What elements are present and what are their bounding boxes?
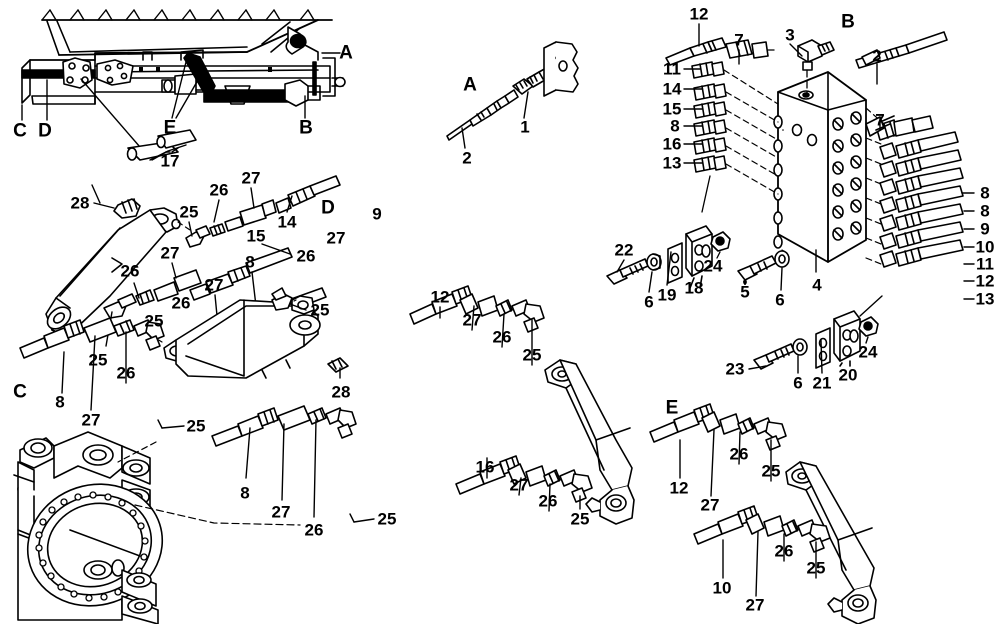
callout-c-25a: 25 [179,202,199,222]
section-label-E-main: E [163,117,177,139]
callout-c-26d: 26 [171,293,191,313]
callout-c-10e: 10 [712,578,732,598]
callout-c-11l: 11 [663,59,681,79]
section-label-D-main: D [38,120,52,142]
callout-c-2b: 2 [872,46,882,66]
section-label-A-main: A [339,42,353,64]
callout-c-27j: 27 [745,595,765,615]
callout-c-7t: 7 [734,30,744,50]
callout-c-25b: 25 [144,311,164,331]
callout-c-12t: 12 [689,4,709,24]
callout-c-12m: 12 [430,287,450,307]
callout-c-6c: 6 [793,373,803,393]
callout-c-25e: 25 [186,416,206,436]
callout-c-26c: 26 [120,261,140,281]
callout-c-25j: 25 [806,558,826,578]
callout-c-26e: 26 [116,363,136,383]
callout-c-22: 22 [614,240,634,260]
callout-c-8c: 8 [55,392,65,412]
callout-c-17: 17 [160,151,180,171]
callout-c-8r2: 8 [980,201,990,221]
callout-c-1: 1 [520,117,530,137]
callout-c-26h: 26 [538,491,558,511]
detail-D-group [45,175,349,379]
section-label-A-detail: A [463,74,477,96]
detail-C-group [13,317,375,624]
callout-c-26f: 26 [304,520,324,540]
callout-c-26b: 26 [296,246,316,266]
callout-c-8r1: 8 [980,183,990,203]
callout-c-28b: 28 [331,382,351,402]
callout-c-2a: 2 [462,148,472,168]
callout-c-26j: 26 [774,541,794,561]
section-label-C-detail: C [13,381,27,403]
callout-c-4: 4 [812,275,822,295]
callout-c-24b: 24 [858,342,878,362]
callout-c-13r: 13 [975,289,995,309]
callout-c-26i: 26 [729,444,749,464]
callout-c-6b: 6 [775,290,785,310]
callout-c-7r: 7 [875,110,885,130]
callout-c-13l: 13 [662,153,682,173]
callout-c-25f: 25 [377,509,397,529]
callout-c-15d: 15 [246,226,266,246]
callout-c-8d: 8 [245,252,255,272]
callout-c-27g: 27 [462,310,482,330]
detail-E-group [649,403,877,624]
callout-c-27d: 27 [204,275,224,295]
callout-c-24a: 24 [703,256,723,276]
callout-c-8c2: 8 [240,483,250,503]
callout-c-27e: 27 [81,410,101,430]
callout-c-12r: 12 [975,271,995,291]
callout-c-18: 18 [684,278,704,298]
callout-c-10r: 10 [975,237,995,257]
callout-c-5: 5 [740,282,750,302]
main-chassis-view [21,9,346,161]
callout-c-25d: 25 [310,300,330,320]
callout-c-9r: 9 [980,219,990,239]
callout-c-25i: 25 [761,461,781,481]
callout-c-6a: 6 [644,292,654,312]
callout-c-16l: 16 [662,134,682,154]
callout-c-20: 20 [838,365,858,385]
callout-c-25c: 25 [88,350,108,370]
section-label-B-detail: B [841,11,855,33]
section-label-B-main: B [299,117,313,139]
detail-A-group [446,41,579,149]
detail-mid-group [409,285,635,525]
callout-c-27f: 27 [271,502,291,522]
callout-c-12e: 12 [669,478,689,498]
callout-c-15l: 15 [662,99,682,119]
callout-c-26a: 26 [209,180,229,200]
callout-c-27h: 27 [509,475,529,495]
section-label-C-main: C [13,120,27,142]
callout-c-27b: 27 [326,228,346,248]
callout-c-28a: 28 [70,193,90,213]
callout-c-19: 19 [657,285,677,305]
callout-c-16m: 16 [475,457,495,477]
callout-c-27c: 27 [160,243,180,263]
section-label-E-detail: E [665,397,679,419]
callout-c-14l: 14 [662,79,682,99]
detail-B-group [606,23,975,374]
callout-c-8l: 8 [670,116,680,136]
callout-c-14d: 14 [277,212,297,232]
callout-c-3: 3 [785,25,795,45]
callout-c-26g: 26 [492,327,512,347]
callout-c-25h: 25 [570,509,590,529]
callout-c-9d: 9 [372,204,382,224]
section-label-D-detail: D [321,197,335,219]
callout-c-21: 21 [812,373,832,393]
callout-c-23: 23 [725,359,745,379]
callout-c-25g: 25 [522,345,542,365]
callout-c-27a: 27 [241,168,261,188]
callout-c-27i: 27 [700,495,720,515]
callout-c-11r: 11 [976,254,994,274]
